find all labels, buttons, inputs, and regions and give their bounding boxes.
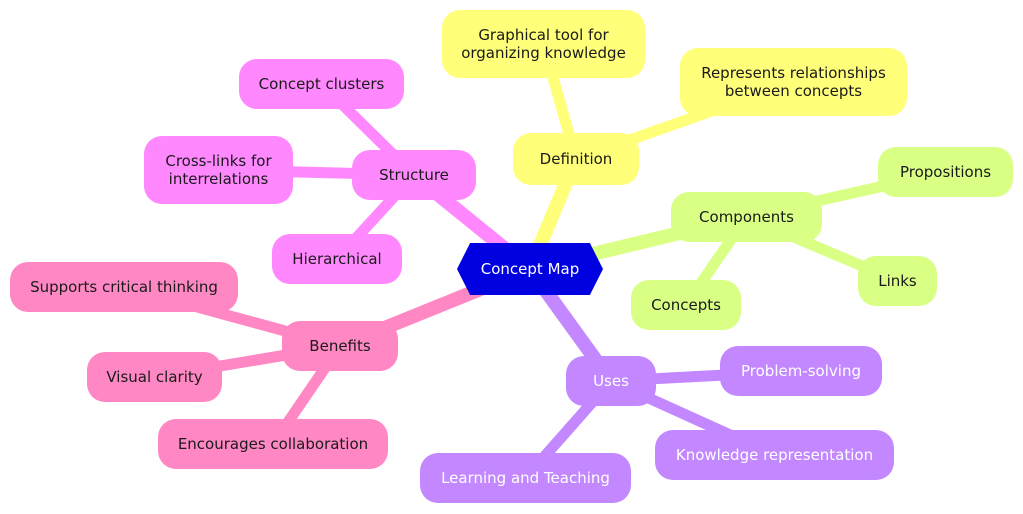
node-propositions[interactable]: Propositions (878, 147, 1013, 197)
node-knowledge-representation[interactable]: Knowledge representation (655, 430, 894, 480)
node-graphical-tool[interactable]: Graphical tool for organizing knowledge (442, 10, 645, 78)
node-links[interactable]: Links (858, 256, 937, 306)
node-problem-solving[interactable]: Problem-solving (720, 346, 882, 396)
node-benefits[interactable]: Benefits (282, 321, 398, 371)
node-learning-and-teaching[interactable]: Learning and Teaching (420, 453, 631, 503)
node-concepts[interactable]: Concepts (631, 280, 741, 330)
node-concept-clusters[interactable]: Concept clusters (239, 59, 404, 109)
node-represents-relationships[interactable]: Represents relationships between concept… (680, 48, 907, 116)
node-cross-links[interactable]: Cross-links for interrelations (144, 136, 293, 204)
node-hierarchical[interactable]: Hierarchical (272, 234, 402, 284)
node-supports-critical-thinking[interactable]: Supports critical thinking (10, 262, 238, 312)
node-definition[interactable]: Definition (513, 133, 639, 185)
node-structure[interactable]: Structure (352, 150, 476, 200)
node-visual-clarity[interactable]: Visual clarity (87, 352, 222, 402)
node-concept-map-root[interactable]: Concept Map (457, 243, 603, 295)
node-uses[interactable]: Uses (566, 356, 656, 406)
node-components[interactable]: Components (671, 192, 822, 242)
node-encourages-collaboration[interactable]: Encourages collaboration (158, 419, 388, 469)
